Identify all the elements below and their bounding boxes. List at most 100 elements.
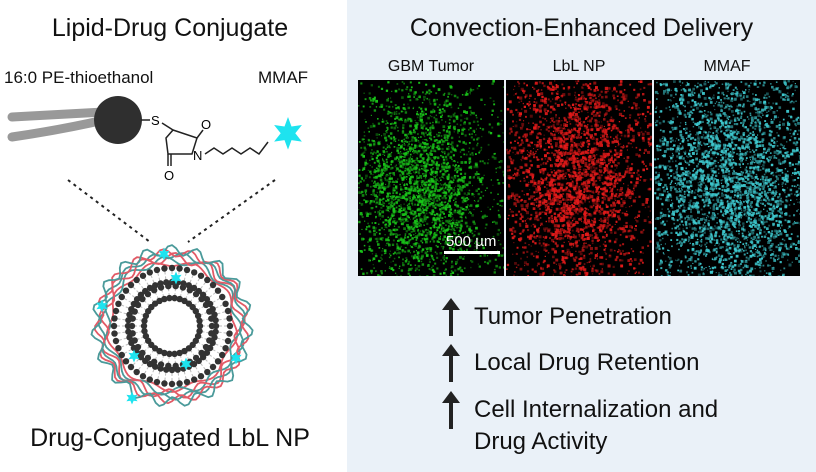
lipid-head-bead — [161, 265, 168, 272]
lipid-head-bead — [165, 282, 172, 290]
lipid-head-bead — [127, 363, 135, 371]
lipid-head-bead — [197, 373, 205, 380]
lipid-head-bead — [127, 281, 135, 289]
drug-star-icon — [180, 357, 192, 371]
lipid-head-bead — [179, 284, 187, 291]
lipid-head-bead — [219, 293, 226, 301]
lipid-head-bead — [172, 282, 179, 290]
lipid-head-bead — [146, 269, 154, 276]
lipid-head-bead — [139, 373, 147, 380]
lipid-head-bead — [192, 354, 200, 362]
lipid-head-bead — [202, 343, 210, 351]
lipid-head-bead — [209, 281, 217, 289]
lipid-head-bead — [142, 332, 150, 340]
lipid-head-bead — [202, 301, 210, 309]
lipid-head-bead — [168, 366, 176, 374]
lipid-head-bead — [192, 290, 200, 298]
lipid-head-bead — [224, 337, 232, 345]
lipid-label: 16:0 PE-thioethanol — [4, 68, 154, 87]
lipid-head-bead — [224, 307, 232, 315]
lipid-head-bead — [122, 358, 130, 365]
lipid-head-bead — [151, 363, 159, 370]
lipid-head-bead — [176, 295, 183, 303]
lipid-head-bead — [196, 317, 203, 325]
lipid-head-bead — [183, 378, 191, 386]
lipid-head-bead — [222, 300, 229, 308]
lipid-head-bead — [171, 350, 178, 358]
up-arrow-icon — [442, 298, 460, 336]
lipid-head-bead — [115, 300, 122, 308]
lipid-head-bead — [129, 315, 136, 322]
lipid-head-bead — [190, 269, 198, 276]
lipid-head-bead — [129, 330, 136, 337]
drug-star-icon — [170, 271, 182, 285]
lipid-head-bead — [183, 266, 191, 274]
outer-polymer-layers — [90, 244, 254, 408]
lipid-head-bead — [110, 322, 118, 330]
lipid-head-bead — [214, 287, 222, 294]
lipid-head-bead — [139, 272, 147, 279]
lipid-head-bead — [157, 361, 165, 368]
micrograph-lbl-np — [506, 80, 652, 276]
lipid-head-bead — [194, 312, 202, 320]
lipid-head-bead — [122, 287, 130, 294]
lipid-head-bead — [214, 358, 222, 365]
lipid-head-bead — [168, 264, 176, 272]
lipid-head-bead — [144, 290, 152, 298]
lipid-head-bead — [153, 266, 161, 274]
lipid-head-bead — [118, 293, 125, 301]
left-title: Lipid-Drug Conjugate — [51, 14, 289, 42]
bottom-left-title: Drug-Conjugated LbL NP — [30, 424, 310, 452]
lipid-head-bead — [206, 308, 213, 315]
lipid-head-bead — [208, 315, 215, 322]
lipid-head-bead — [185, 282, 193, 289]
lipid-head-bead — [226, 322, 234, 330]
scale-bar — [444, 251, 500, 254]
lipid-head-bead — [198, 349, 205, 357]
lipid-head-bead — [161, 380, 168, 387]
lipid-head-bead — [134, 343, 142, 351]
nitrogen-atom: N — [193, 148, 202, 163]
lipid-head-bead — [133, 276, 140, 284]
lipid-head-bead — [141, 327, 148, 335]
lipid-head-bead — [196, 327, 203, 335]
drug-star-icon — [158, 247, 170, 261]
lipid-head — [94, 96, 142, 144]
benefit-local-drug-retention: Local Drug Retention — [474, 349, 700, 376]
lipid-head-bead — [140, 322, 148, 330]
lipid-head-bead — [196, 322, 204, 330]
nanoparticle-diagram: S O O N — [7, 96, 302, 408]
lipid-head-bead — [150, 286, 158, 294]
polymer-strand — [105, 262, 239, 393]
lipid-head-bead — [153, 378, 161, 386]
lipid-head-bead — [150, 358, 158, 366]
drug-label: MMAF — [258, 68, 309, 87]
lipid-head-bead — [190, 376, 198, 383]
panel-label-gbm: GBM Tumor — [387, 58, 475, 75]
lipid-head-bead — [112, 337, 120, 345]
lipid-head-bead — [161, 349, 168, 357]
drug-star-icon — [274, 117, 302, 150]
lipid-head-bead — [206, 337, 213, 344]
lipid-head-bead — [203, 349, 211, 356]
lipid-head-bead — [168, 380, 176, 388]
lipid-head-bead — [115, 344, 122, 352]
benefit-cell-internalization-line1: Cell Internalization and — [474, 396, 719, 423]
lipid-head-bead — [141, 317, 148, 325]
lipid-head-bead — [131, 337, 138, 344]
lipid-head-bead — [128, 322, 136, 330]
lipid-tail-upper — [7, 107, 109, 122]
lipid-head-bead — [144, 354, 152, 362]
micrograph-mmaf — [654, 80, 800, 276]
lipid-head-bead — [204, 276, 211, 284]
lipid-head-bead — [186, 286, 194, 294]
maleimide-ring — [165, 129, 204, 166]
lipid-head-bead — [139, 295, 146, 303]
polymer-strand — [90, 244, 254, 408]
up-arrow-icon — [442, 344, 460, 382]
lipid-head-bead — [166, 294, 173, 302]
lipid-head-bead — [133, 368, 140, 376]
lipid-head-bead — [166, 350, 173, 358]
lipid-head-bead — [151, 282, 159, 289]
benefit-cell-internalization-line2: Drug Activity — [474, 428, 608, 455]
